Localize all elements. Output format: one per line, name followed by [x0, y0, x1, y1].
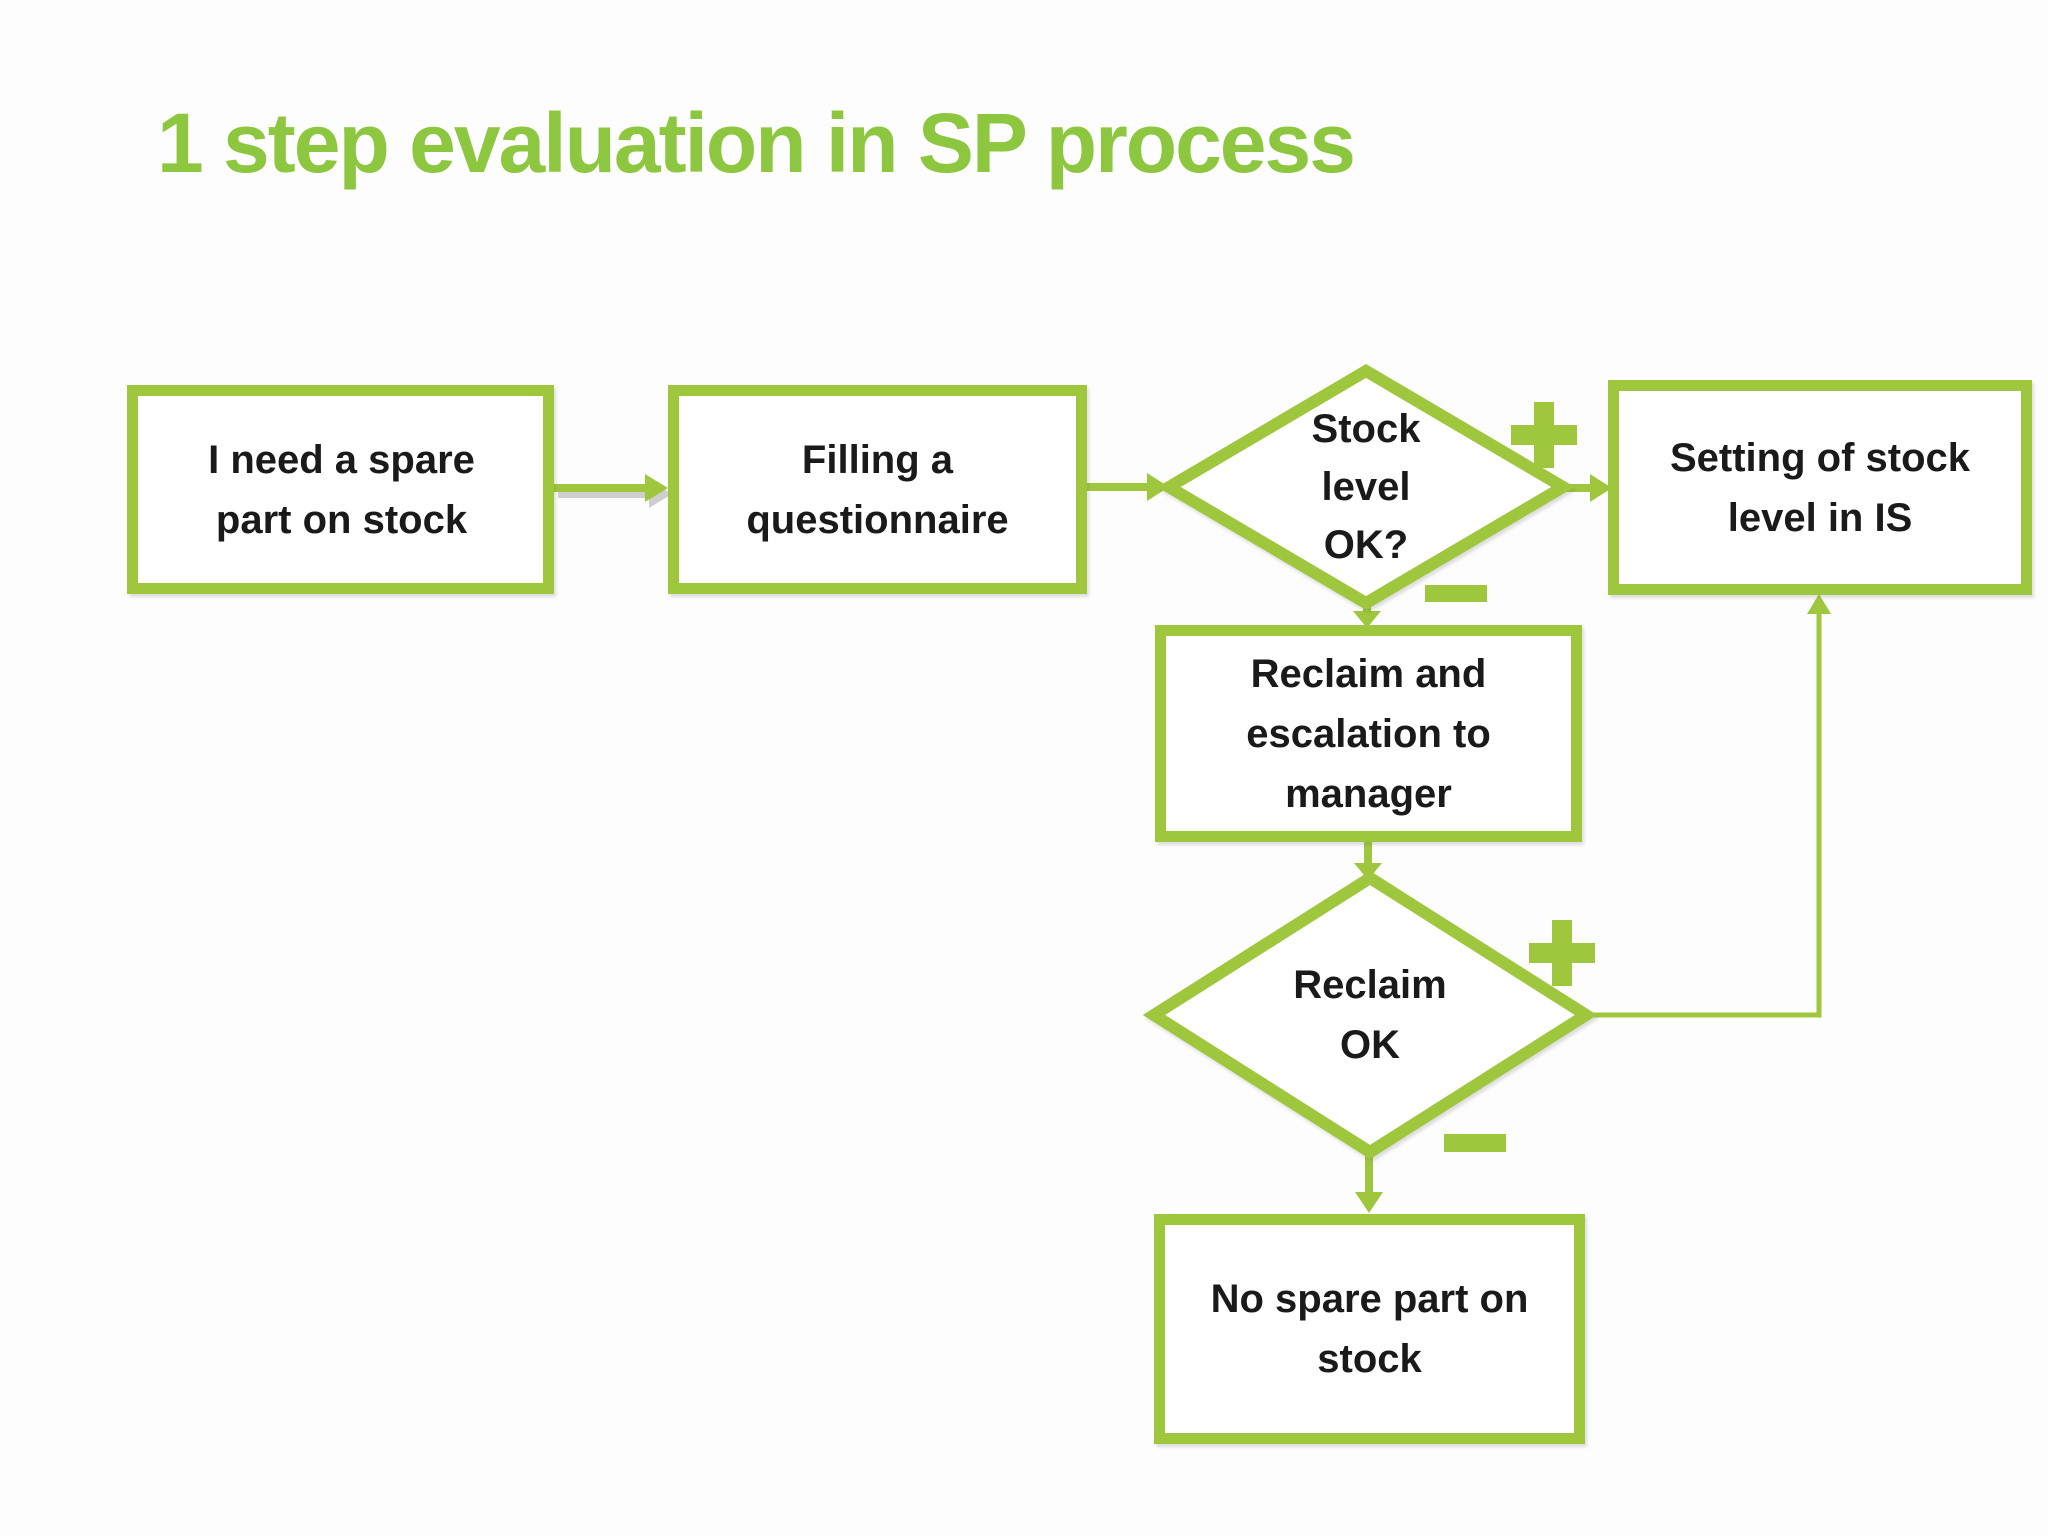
plus-icon: [1511, 402, 1577, 468]
node-text: No spare part on stock: [1210, 1277, 1529, 1381]
process-box-reclaim-escalation: [1155, 625, 1582, 842]
edge-questionnaire-to-stocklevel: [1087, 473, 1169, 501]
node-text: Setting of stock level in IS: [1669, 435, 1971, 540]
node-text: Reclaim and escalation to manager: [1246, 651, 1491, 816]
node-label-reclaim-escalation: Reclaim and escalation to manager: [1155, 625, 1582, 842]
edge-start-to-questionnaire: [554, 474, 668, 502]
node-label-stock-level-ok: Stock level OK?: [1169, 371, 1563, 603]
process-box-no-spare-part: [1154, 1214, 1585, 1444]
page-title: 1 step evaluation in SP process: [157, 96, 1356, 190]
minus-icon: [1444, 1134, 1506, 1152]
node-label-reclaim-ok: Reclaim OK: [1154, 878, 1586, 1152]
node-label-need-spare-part: I need a spare part on stock: [127, 385, 556, 594]
process-box-setting-stock-level: [1608, 380, 2032, 595]
node-label-setting-stock-level: Setting of stock level in IS: [1608, 380, 2032, 595]
node-text: I need a spare part on stock: [208, 437, 475, 542]
node-text: Stock level OK?: [1311, 407, 1421, 567]
node-label-filling-questionnaire: Filling a questionnaire: [668, 385, 1087, 594]
edge-reclaimok-to-nospare: [1355, 1150, 1383, 1213]
node-text: Filling a questionnaire: [746, 437, 1009, 542]
decision-diamond-stock-level: [1157, 364, 1575, 610]
minus-icon: [1425, 585, 1487, 602]
process-box-filling-questionnaire: [668, 385, 1087, 594]
decision-diamond-reclaim-ok: [1142, 870, 1598, 1160]
node-label-no-spare-part: No spare part on stock: [1154, 1214, 1585, 1444]
edge-reclaim-to-reclaimok: [1354, 840, 1382, 880]
edge-reclaimok-to-setting: [1584, 594, 1831, 1018]
node-text: Reclaim OK: [1293, 963, 1447, 1067]
process-box-need-spare-part: [127, 385, 554, 594]
plus-icon: [1529, 920, 1595, 986]
